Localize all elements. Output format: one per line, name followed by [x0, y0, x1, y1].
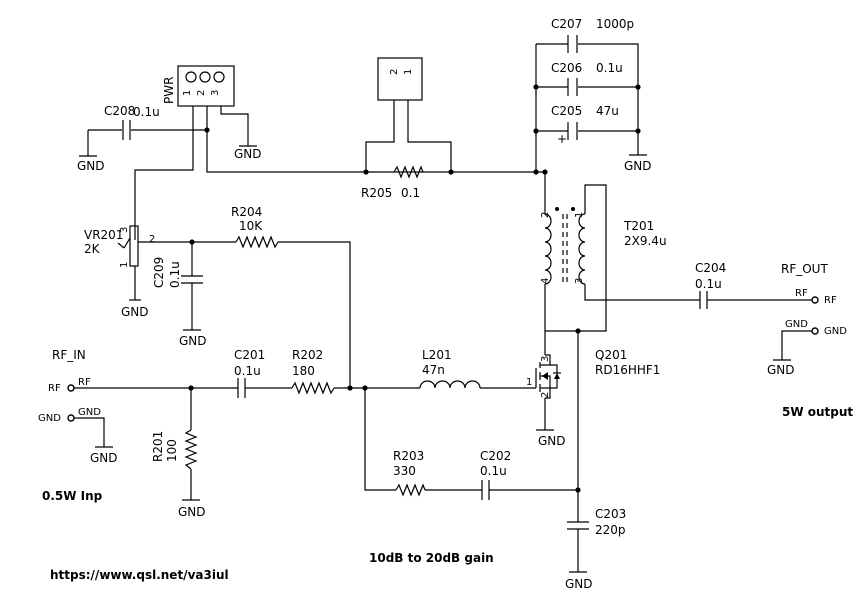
gnd-rf-in: GND: [90, 451, 118, 465]
svg-text:2: 2: [540, 392, 551, 398]
c204-ref: C204: [695, 261, 726, 275]
c204-value: 0.1u: [695, 277, 722, 291]
svg-text:RF: RF: [78, 377, 91, 388]
gnd-c203: GND: [565, 577, 593, 591]
l201-ref: L201: [422, 348, 452, 362]
t201-value: 2X9.4u: [624, 234, 667, 248]
pwr-pin-1: 1: [182, 90, 193, 96]
c207-ref: C207: [551, 17, 582, 31]
gnd-rf-out: GND: [767, 363, 795, 377]
svg-text:3: 3: [574, 278, 585, 284]
c202-value: 0.1u: [480, 464, 507, 478]
svg-text:2: 2: [149, 234, 155, 245]
c201-ref: C201: [234, 348, 265, 362]
c205-plus: +: [557, 132, 567, 146]
q201-mosfet: [535, 354, 561, 399]
q201-ref: Q201: [595, 348, 627, 362]
c205-value: 47u: [596, 104, 619, 118]
rf-in-label: RF_IN: [52, 348, 86, 362]
c206-ref: C206: [551, 61, 582, 75]
svg-text:2: 2: [389, 69, 400, 75]
svg-text:RF: RF: [48, 383, 61, 394]
pwr-pin-2: 2: [196, 90, 207, 96]
t201-ref: T201: [623, 219, 654, 233]
rf-out-label: RF_OUT: [781, 262, 828, 276]
r205-ref: R205: [361, 186, 392, 200]
svg-text:GND: GND: [785, 319, 808, 330]
l201-value: 47n: [422, 363, 445, 377]
r205-header: 2 1: [377, 57, 423, 101]
svg-text:RF: RF: [795, 288, 808, 299]
svg-text:1: 1: [526, 377, 532, 388]
c208-ref: C208: [104, 104, 135, 118]
gnd-caps: GND: [624, 159, 652, 173]
c208-value: 0.1u: [133, 105, 160, 119]
c202-ref: C202: [480, 449, 511, 463]
c205-ref: C205: [551, 104, 582, 118]
svg-text:GND: GND: [824, 326, 847, 337]
r204-value: 10K: [239, 219, 263, 233]
gnd-c208: GND: [77, 159, 105, 173]
r201-ref: R201: [151, 431, 165, 462]
gnd-pwr: GND: [234, 147, 262, 161]
svg-text:2: 2: [540, 212, 551, 218]
svg-text:1: 1: [403, 69, 414, 75]
svg-text:GND: GND: [78, 407, 101, 418]
r203-value: 330: [393, 464, 416, 478]
r202-value: 180: [292, 364, 315, 378]
c206-value: 0.1u: [596, 61, 623, 75]
svg-text:GND: GND: [38, 413, 61, 424]
c209-value: 0.1u: [168, 261, 182, 288]
c201-value: 0.1u: [234, 364, 261, 378]
c203-ref: C203: [595, 507, 626, 521]
input-note: 0.5W Inp: [42, 489, 103, 503]
r204-ref: R204: [231, 205, 262, 219]
svg-text:3: 3: [119, 227, 130, 233]
c209-ref: C209: [152, 257, 166, 288]
c203-value: 220p: [595, 523, 626, 537]
r201-value: 100: [165, 439, 179, 462]
vr201-value: 2K: [84, 242, 101, 256]
gnd-q201: GND: [538, 434, 566, 448]
r202-ref: R202: [292, 348, 323, 362]
r203-ref: R203: [393, 449, 424, 463]
svg-text:1: 1: [119, 262, 130, 268]
gnd-c209: GND: [179, 334, 207, 348]
pwr-pin-3: 3: [210, 90, 221, 96]
q201-value: RD16HHF1: [595, 363, 660, 377]
c207-value: 1000p: [596, 17, 634, 31]
r205-value: 0.1: [401, 186, 420, 200]
source-url: https://www.qsl.net/va3iul: [50, 568, 229, 582]
output-note: 5W output: [782, 405, 853, 419]
pwr-connector: PWR 1 2 3: [162, 65, 235, 107]
gain-note: 10dB to 20dB gain: [369, 551, 494, 565]
svg-text:4: 4: [540, 278, 551, 284]
gnd-vr201: GND: [121, 305, 149, 319]
svg-text:1: 1: [574, 212, 585, 218]
gnd-r201: GND: [178, 505, 206, 519]
svg-text:RF: RF: [824, 295, 837, 306]
vr201-ref: VR201: [84, 228, 123, 242]
pwr-label: PWR: [162, 77, 176, 104]
svg-text:3: 3: [540, 356, 551, 362]
